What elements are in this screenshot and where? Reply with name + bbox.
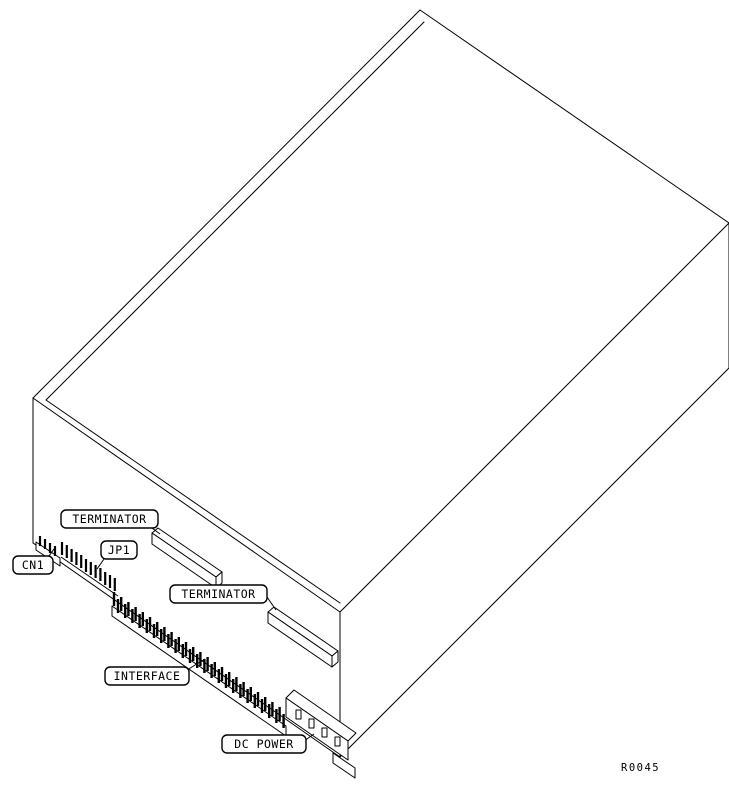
label-dc-power: DC POWER <box>221 734 307 754</box>
enclosure-wireframe <box>32 9 729 779</box>
label-cn1-text: CN1 <box>22 558 44 572</box>
interface-connector <box>111 592 287 737</box>
interface-pin-row-back <box>112 592 281 721</box>
label-dc-power-text: DC POWER <box>234 737 293 751</box>
chassis-foot <box>332 752 356 779</box>
cn1-connector <box>35 536 61 567</box>
enclosure-bottom-right-edge <box>339 367 729 758</box>
label-jp1-text: JP1 <box>108 543 130 557</box>
terminator-mid-top-face <box>267 606 339 657</box>
label-jp1-box <box>100 540 138 560</box>
terminator-top-top-face <box>151 527 223 578</box>
cn1-connector-pins <box>38 536 57 556</box>
cn1-connector-body <box>35 541 61 567</box>
dc-power-pin-4 <box>334 736 341 747</box>
lid-inset-line-lower <box>45 399 341 604</box>
terminator-mid-end-face <box>331 650 339 668</box>
label-terminator-top-box <box>60 509 159 529</box>
label-terminator-top-text: TERMINATOR <box>72 512 146 526</box>
lid-inset-line-upper <box>45 21 425 401</box>
leader-terminator-mid <box>266 596 277 611</box>
dc-power-pin-3 <box>321 727 328 738</box>
terminator-module-mid <box>267 606 339 668</box>
label-cn1: CN1 <box>12 555 54 575</box>
dc-power-pin-1 <box>295 709 302 720</box>
label-jp1: JP1 <box>100 540 138 560</box>
terminator-mid-front-face <box>267 611 333 668</box>
label-dc-power-box <box>221 734 307 754</box>
label-interface-text: INTERFACE <box>114 669 181 683</box>
label-terminator-top: TERMINATOR <box>60 509 159 529</box>
interface-pin-row-front <box>116 599 285 728</box>
jp1-jumper-pins <box>60 542 116 591</box>
dc-power-connector <box>285 689 357 761</box>
label-cn1-box <box>12 555 54 575</box>
dc-power-pin-2 <box>308 718 315 729</box>
label-terminator-mid-box <box>169 584 268 604</box>
terminator-module-top <box>151 527 223 589</box>
label-interface: INTERFACE <box>104 666 190 686</box>
leader-cn1 <box>48 548 55 557</box>
jp1-base-strip <box>60 556 119 597</box>
label-terminator-mid: TERMINATOR <box>169 584 268 604</box>
figure-ref: R0045 <box>621 762 660 774</box>
label-interface-box <box>104 666 190 686</box>
leader-jp1 <box>96 558 105 570</box>
label-terminator-mid-text: TERMINATOR <box>181 587 255 601</box>
leader-terminator-top <box>151 527 161 535</box>
leader-interface <box>186 658 206 671</box>
terminator-top-front-face <box>151 532 217 589</box>
leader-lines <box>48 527 315 742</box>
jp1-jumper-block <box>60 542 119 597</box>
